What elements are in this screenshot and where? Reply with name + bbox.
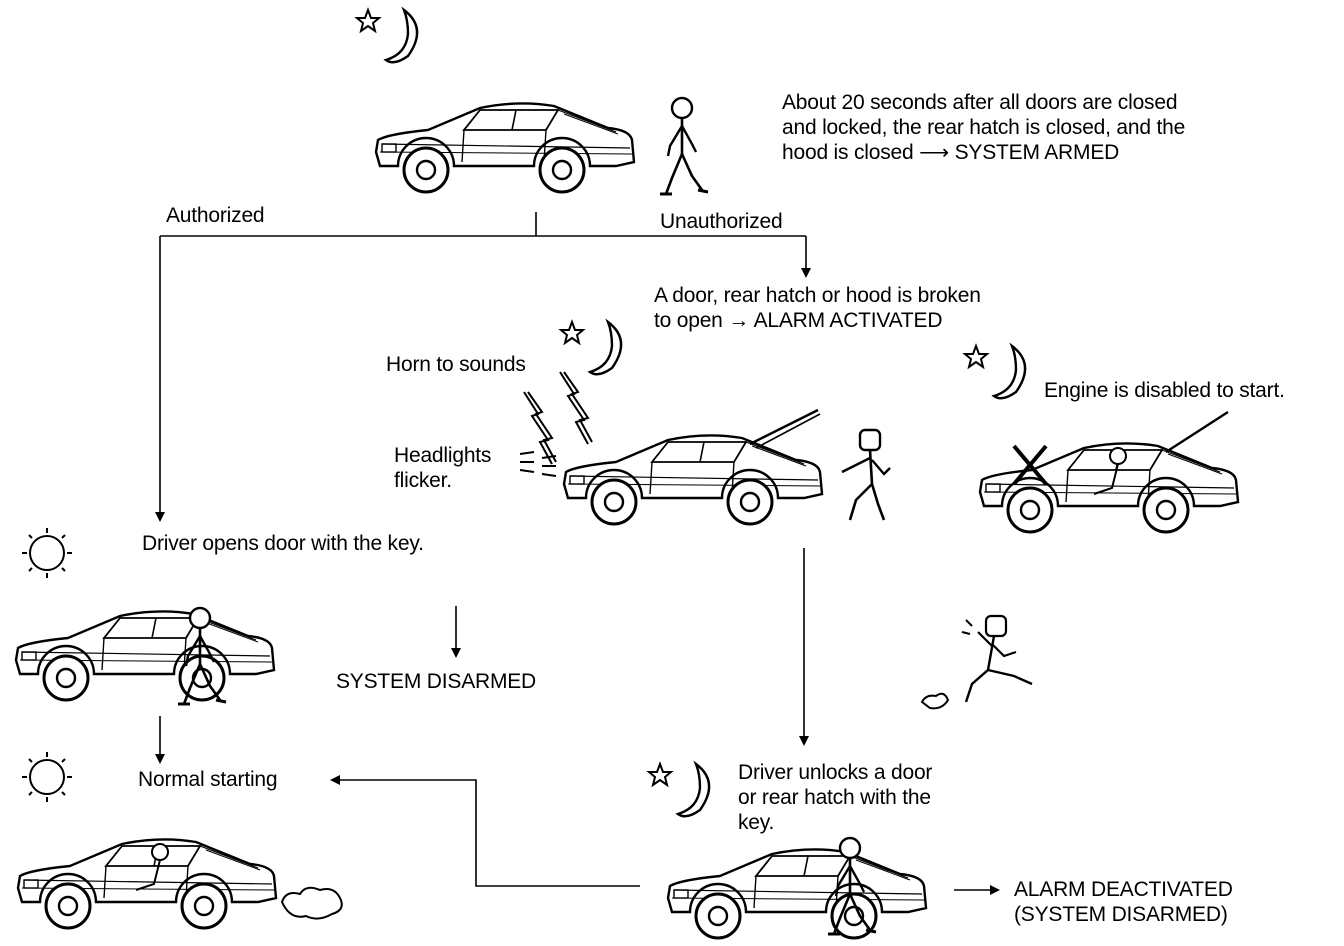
alarm-activated-label: A door, rear hatch or hood is broken to … <box>654 284 981 332</box>
seated-driver-icon <box>135 843 169 891</box>
headlights-label: Headlights flicker. <box>394 444 492 492</box>
car-alarm-deactivated <box>666 847 928 940</box>
exhaust-smoke-icon <box>280 886 343 920</box>
driver-opens-label: Driver opens door with the key. <box>142 532 424 555</box>
running-thief-figure <box>920 614 1033 710</box>
sun-icon <box>21 751 73 803</box>
car-engine-disabled <box>978 441 1240 534</box>
open-hatch-icon <box>749 408 821 449</box>
night-icon <box>963 344 1027 400</box>
burglar-figure <box>841 428 891 521</box>
armed-description: About 20 seconds after all doors are clo… <box>782 91 1186 164</box>
seated-driver-icon <box>1093 447 1127 495</box>
night-icon <box>355 8 419 64</box>
open-hatch-icon <box>1165 410 1229 454</box>
alarm-deactivated-label: ALARM DEACTIVATED (SYSTEM DISARMED) <box>1014 878 1233 926</box>
night-icon <box>559 320 623 376</box>
return-arrow <box>330 775 640 887</box>
authorized-label: Authorized <box>166 204 265 227</box>
system-disarmed-label: SYSTEM DISARMED <box>336 670 537 693</box>
person-walking-away <box>658 96 710 196</box>
headlight-flicker-icon <box>519 451 557 477</box>
car-alarm-activated <box>562 433 824 526</box>
x-mark-icon <box>1012 444 1048 486</box>
car-normal-starting <box>16 837 278 930</box>
driver-unlocks-label: Driver unlocks a door or rear hatch with… <box>738 761 933 834</box>
unauthorized-label: Unauthorized <box>660 210 783 233</box>
car-armed <box>374 101 636 194</box>
engine-disabled-label: Engine is disabled to start. <box>1044 379 1285 402</box>
horn-label: Horn to sounds <box>386 353 526 376</box>
sun-icon <box>21 527 73 579</box>
lightning-icon <box>559 371 593 445</box>
car-disarmed <box>14 609 276 702</box>
night-icon <box>647 762 711 818</box>
normal-starting-label: Normal starting <box>138 768 278 791</box>
